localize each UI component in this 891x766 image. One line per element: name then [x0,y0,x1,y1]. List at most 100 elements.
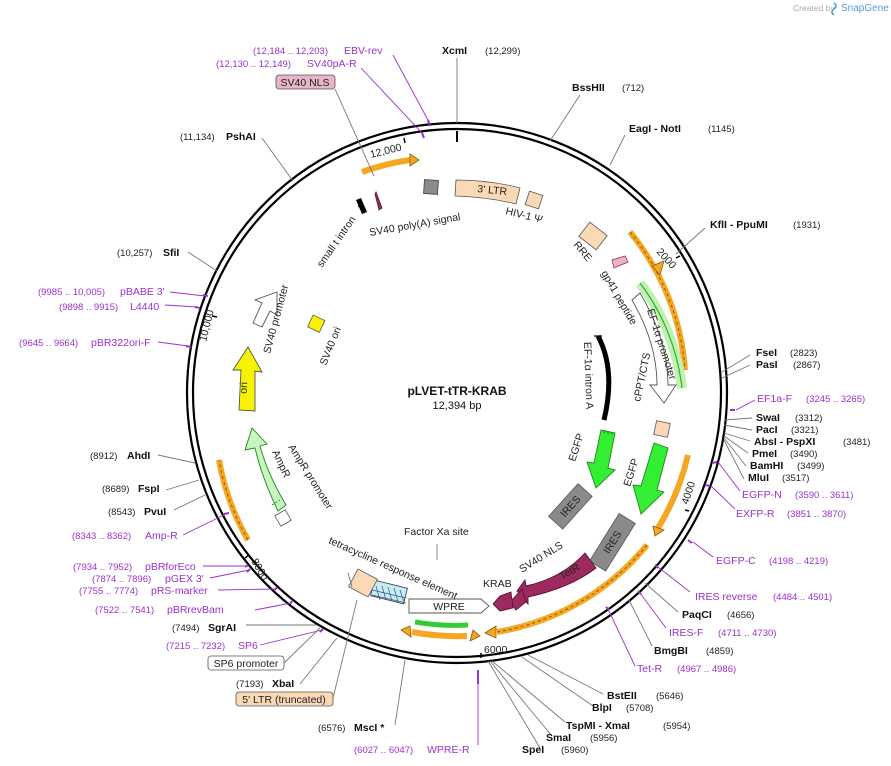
site-msci: (6576)MscI * [318,722,385,734]
feature-cppt-box [653,420,671,438]
site-kfli-ppumi: KflI - PpuMI (1931) [710,219,820,231]
svg-text:EGFP-C: EGFP-C [716,555,756,567]
svg-text:(5708): (5708) [626,703,653,714]
svg-text:SP6 promoter: SP6 promoter [214,658,279,670]
label-cppt: cPPT/CTS [631,352,653,403]
svg-text:(3517): (3517) [782,473,809,484]
site-pshai: (11,134)PshAI [180,131,256,143]
svg-text:IRES-F: IRES-F [669,627,703,639]
svg-text:BstEII: BstEII [607,690,637,702]
svg-text:PacI: PacI [756,424,778,436]
feature-sv40-polya-box [423,179,439,195]
site-bmgbi: BmgBI(4859) [654,645,733,657]
svg-text:XcmI: XcmI [442,45,467,57]
svg-text:(1931): (1931) [793,220,820,231]
feature-ampr-arrow [244,427,287,512]
svg-text:(3590 .. 3611): (3590 .. 3611) [795,490,853,501]
svg-text:(12,299): (12,299) [485,46,520,57]
box-sp6-promoter: SP6 promoter [207,655,285,671]
snapgene-logo-icon [831,2,837,16]
svg-text:Amp-R: Amp-R [145,530,178,542]
svg-text:pRS-marker: pRS-marker [151,585,208,597]
primer-wpre-r: (6027 .. 6047)WPRE-R [354,744,470,756]
svg-text:(12,130 .. 12,149): (12,130 .. 12,149) [216,59,291,70]
svg-text:Tet-R: Tet-R [637,663,663,675]
svg-text:XbaI: XbaI [272,678,294,690]
site-sgrai: (7494)SgrAI [172,622,236,634]
svg-text:(4859): (4859) [706,646,733,657]
feature-ampr-promoter-box [274,509,292,527]
svg-text:AbsI - PspXI: AbsI - PspXI [754,436,815,448]
svg-text:pBRrevBam: pBRrevBam [167,604,224,616]
feature-wpre: WPRE [408,598,490,614]
svg-text:(4711 .. 4730): (4711 .. 4730) [718,628,776,639]
svg-text:(9645 .. 9664): (9645 .. 9664) [19,338,78,349]
svg-text:(3490): (3490) [790,449,817,460]
svg-text:L4440: L4440 [130,301,159,313]
svg-text:(2867): (2867) [793,360,820,371]
label-egfp-2: EGFP [621,457,641,488]
feature-sv40-promoter-arrow [252,291,278,328]
svg-text:(8912): (8912) [90,451,117,462]
label-egfp-1: EGFP [566,432,586,463]
site-fspi: (8689)FspI [102,483,160,495]
svg-text:5' LTR (truncated): 5' LTR (truncated) [242,694,326,706]
svg-text:IRES reverse: IRES reverse [695,591,758,603]
svg-text:EagI - NotI: EagI - NotI [629,123,681,135]
site-tspmi-xmai: TspMI - XmaI(5954) [566,720,690,732]
site-absi-pspxi: AbsI - PspXI (3481) [754,436,870,448]
svg-text:EBV-rev: EBV-rev [344,45,383,57]
tick-6000: 6000 [484,644,508,656]
feature-ires-2: IRES [588,512,636,572]
svg-text:(3312): (3312) [795,413,822,424]
site-pvui: (8543) PvuI [108,506,166,518]
green-bar-wpre [414,619,469,628]
feature-ires-1: IRES [548,483,593,530]
svg-text:(2823): (2823) [790,348,817,359]
svg-text:SwaI: SwaI [756,412,780,424]
svg-text:6000: 6000 [484,644,508,656]
site-pasi: PasI(2867) [756,359,820,371]
svg-text:KflI - PpuMI: KflI - PpuMI [710,219,768,231]
svg-text:(5954): (5954) [663,721,690,732]
feature-ef1a-promoter-arrow [631,292,677,404]
feature-sv40-nls-small [374,191,383,211]
svg-text:(7755 .. 7774): (7755 .. 7774) [79,586,138,597]
svg-text:(3499): (3499) [797,461,824,472]
primer-l4440: (9898 .. 9915) L4440 [59,301,159,313]
feature-egfp-2 [632,442,669,515]
label-gp41: gp41 peptide [598,269,639,328]
box-sv40-nls-top: SV40 NLS [275,74,336,90]
svg-text:(10,257): (10,257) [117,248,152,259]
svg-text:(7934 .. 7952): (7934 .. 7952) [73,562,132,573]
primer-egfp-c: EGFP-C(4198 .. 4219) [716,555,828,567]
svg-text:(5956): (5956) [590,733,617,744]
svg-text:(4656): (4656) [727,610,754,621]
svg-text:pGEX 3': pGEX 3' [165,573,204,585]
svg-text:PvuI: PvuI [144,506,166,518]
svg-text:(5960): (5960) [561,745,588,756]
label-sv40-ori: SV40 ori [318,325,344,367]
plasmid-name: pLVET-tTR-KRAB [407,384,506,398]
feature-rre-box [578,221,608,251]
svg-text:ori: ori [238,382,250,394]
svg-text:pBRforEco: pBRforEco [145,561,196,573]
primer-ires-f: IRES-F (4711 .. 4730) [669,627,776,639]
svg-text:(8543): (8543) [108,507,135,518]
orange-arrow-dashes [218,231,686,633]
feature-ltr3: 3' LTR [454,179,521,205]
svg-text:(4484 .. 4501): (4484 .. 4501) [773,592,832,603]
primer-leaders [157,54,756,745]
svg-text:MscI *: MscI * [354,722,385,734]
site-fsei: FseI(2823) [756,347,817,359]
svg-text:PshAI: PshAI [226,131,256,143]
svg-text:(3481): (3481) [843,437,870,448]
orange-arrow-features [216,157,691,640]
svg-text:SmaI: SmaI [546,732,571,744]
svg-text:(9898 .. 9915): (9898 .. 9915) [59,302,118,313]
site-spei: SpeI(5960) [522,744,588,756]
svg-text:12,000: 12,000 [369,141,403,160]
site-bamhi: BamHI(3499) [750,460,824,472]
feature-egfp-1 [586,429,616,489]
